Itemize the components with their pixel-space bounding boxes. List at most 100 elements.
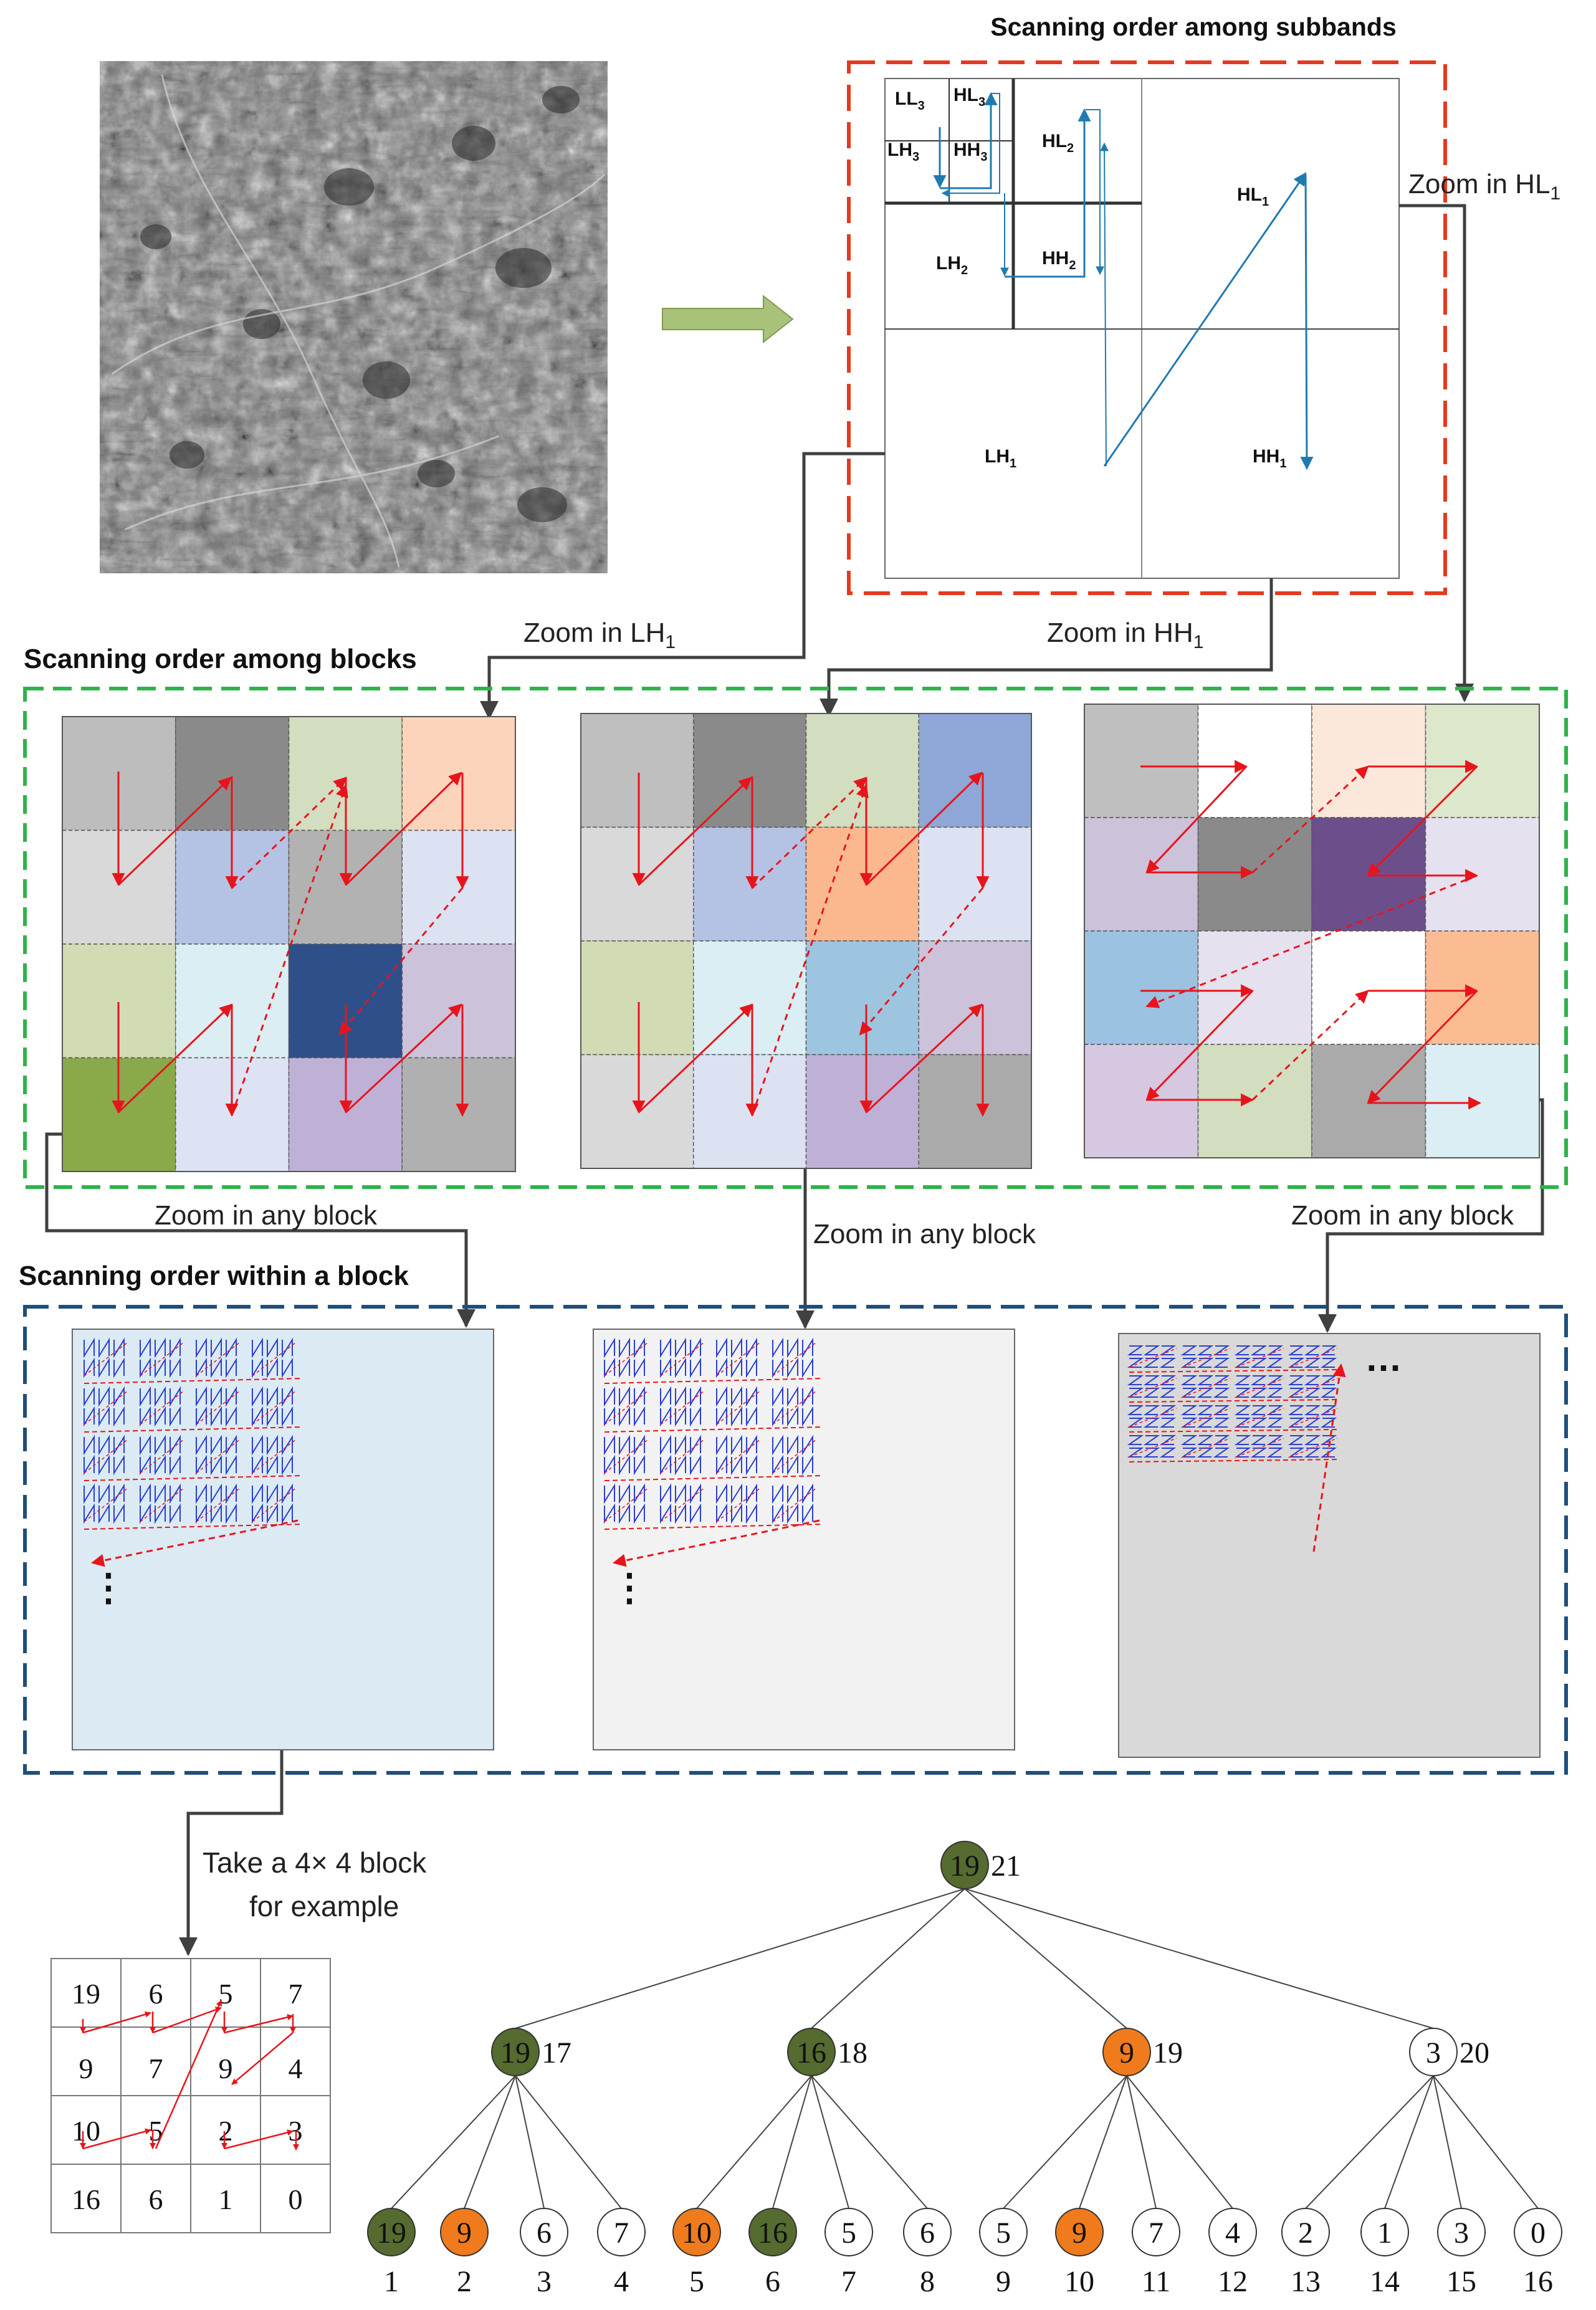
tree-node [1514, 2208, 1562, 2256]
tree-order-label: 2 [457, 2265, 472, 2298]
block-cell [805, 940, 919, 1056]
label-hl1: HL1 [1237, 184, 1269, 209]
zoom-any-block-label-1: Zoom in any block [155, 1200, 378, 1231]
within-title: Scanning order within a block [19, 1261, 409, 1291]
tree-order-label: 11 [1142, 2265, 1170, 2298]
block-cell [1197, 930, 1312, 1045]
label-lh1: LH1 [985, 446, 1016, 470]
zoomed-scan-pattern-2 [604, 1337, 823, 1530]
tree-order-label: 9 [996, 2265, 1011, 2298]
tree-node-value: 16 [758, 2217, 788, 2250]
tree-order-label: 20 [1460, 2036, 1489, 2069]
tree-node [824, 2208, 873, 2256]
zoom-connectors [45, 204, 1544, 1956]
block-cell [805, 826, 919, 942]
block-cell [401, 943, 516, 1059]
block-cell [1311, 930, 1426, 1045]
example-caption-line-2: for example [249, 1890, 399, 1922]
tree-node-value: 7 [614, 2217, 629, 2250]
tree-node-value: 6 [537, 2217, 552, 2250]
tree-node [1360, 2208, 1409, 2256]
tree-node-value: 19 [950, 1849, 980, 1883]
matrix-value: 7 [289, 1978, 303, 2010]
block-cell [1425, 1044, 1540, 1158]
tree-node-value: 19 [500, 2036, 530, 2069]
matrix-value: 2 [219, 2115, 233, 2147]
surface-image [100, 61, 608, 573]
matrix-cell [50, 1958, 122, 2028]
matrix-value: 3 [289, 2115, 303, 2147]
matrix-value: 5 [149, 2115, 163, 2147]
block-cell [1425, 817, 1540, 932]
within-frame [23, 1305, 1568, 1775]
block-cell [1084, 930, 1199, 1045]
zoomed-scan-pattern-3 [1127, 1345, 1338, 1463]
zoomed-continuation-arrows [90, 1363, 1346, 1567]
label-ll3: LL3 [895, 88, 925, 113]
matrix-value: 1 [219, 2184, 233, 2215]
tree-node-value: 3 [1426, 2036, 1441, 2069]
label-lh2: LH2 [936, 253, 968, 277]
matrix-cell [120, 2164, 191, 2233]
matrix-value: 5 [219, 1978, 233, 2010]
block-scan-arrows-hl1 [1140, 760, 1482, 1110]
tree-node-value: 10 [682, 2217, 712, 2250]
block-grid-border [580, 713, 1032, 1169]
tree-node [748, 2208, 797, 2256]
matrix-value: 9 [79, 2053, 93, 2084]
tree-order-label: 13 [1291, 2265, 1321, 2298]
subband-decomposition [884, 78, 1400, 579]
block-cell [805, 1054, 919, 1169]
tree-node-value: 1 [1377, 2217, 1392, 2250]
vertical-ellipsis-2: ⋮ [611, 1567, 648, 1608]
tree-order-label: 8 [920, 2265, 935, 2298]
matrix-cell [190, 2164, 261, 2233]
matrix-cell [260, 2095, 331, 2165]
tree-node-value: 9 [457, 2217, 472, 2250]
tree-node [903, 2208, 952, 2256]
label-hl3: HL3 [953, 85, 985, 109]
tree-node [367, 2208, 416, 2256]
tree-node [597, 2208, 646, 2256]
label-hh2: HH2 [1042, 248, 1076, 272]
tree-node [491, 2028, 540, 2076]
zoom-any-block-label-3: Zoom in any block [1291, 1200, 1514, 1231]
block-cell [580, 826, 694, 942]
tree-node [1437, 2208, 1486, 2256]
blocks-title: Scanning order among blocks [24, 644, 417, 674]
tree-node [940, 1841, 989, 1889]
matrix-cell [120, 1958, 191, 2028]
tree-node-value: 19 [376, 2217, 406, 2250]
zoom-any-block-label-2: Zoom in any block [813, 1219, 1036, 1249]
subbands-frame [847, 60, 1447, 595]
tree-node [1208, 2208, 1257, 2256]
subbands-title: Scanning order among subbands [990, 12, 1397, 41]
matrix-value: 19 [72, 1978, 100, 2010]
block-cell [580, 713, 694, 828]
matrix-value: 10 [72, 2115, 100, 2147]
block-cell [401, 1057, 516, 1172]
block-cell [693, 1054, 807, 1169]
tree-node-value: 2 [1298, 2217, 1313, 2250]
block-cell [1197, 1044, 1312, 1158]
tree-node-value: 6 [920, 2217, 935, 2250]
tree-order-label: 5 [689, 2265, 704, 2298]
horizontal-ellipsis: … [1365, 1337, 1402, 1379]
subband-scan-path [933, 92, 1314, 470]
tree-order-label: 21 [991, 1849, 1021, 1883]
matrix-value: 16 [72, 2184, 100, 2215]
matrix-cell [120, 2026, 191, 2096]
tree-order-label: 17 [542, 2036, 571, 2069]
matrix-cell [260, 2026, 331, 2096]
zoom-lh1-label: Zoom in LH1 [523, 618, 676, 652]
tree-order-label: 3 [537, 2265, 552, 2298]
tree-order-label: 18 [838, 2036, 867, 2069]
tree-node [787, 2028, 836, 2076]
tree-node-value: 3 [1454, 2217, 1469, 2250]
block-grid-border [62, 716, 516, 1172]
block-cell [1084, 704, 1199, 818]
transform-arrow [662, 294, 794, 344]
tree-node [1102, 2028, 1151, 2076]
tree-order-label: 1 [384, 2265, 399, 2298]
